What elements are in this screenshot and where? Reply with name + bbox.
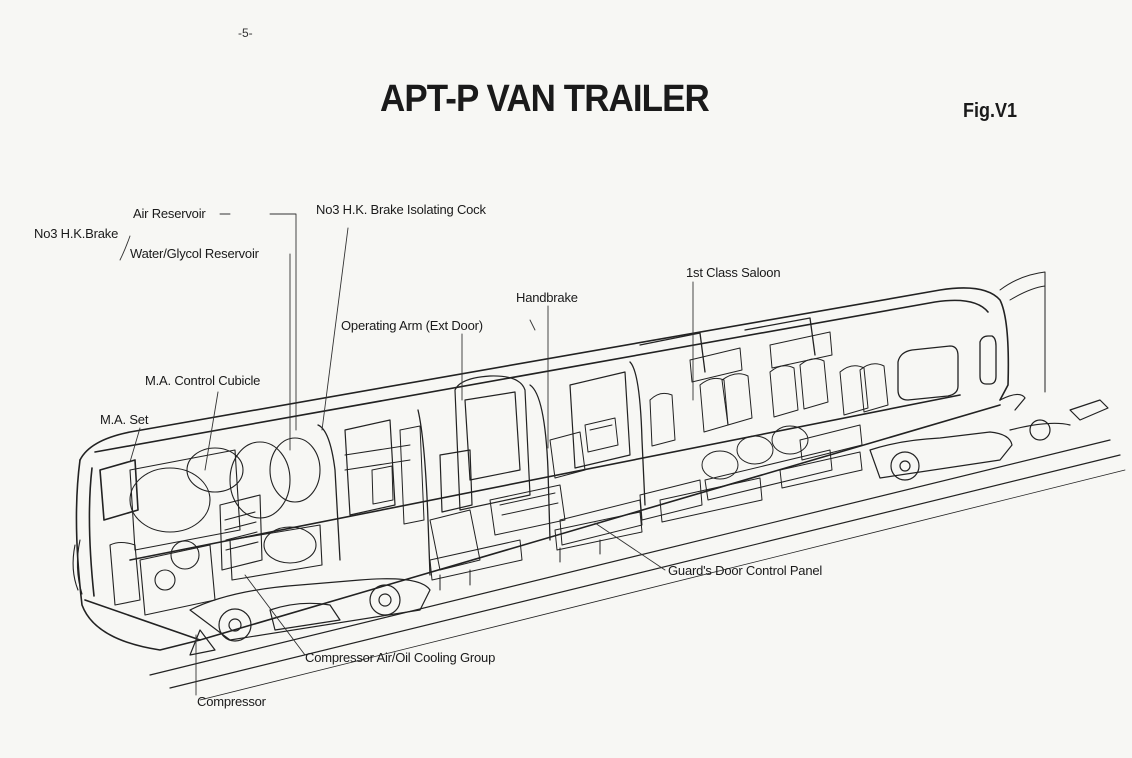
van-interior (344, 417, 643, 571)
leader-lines (119, 213, 694, 696)
page-title: APT-P VAN TRAILER (380, 78, 710, 120)
label-water-glycol-reservoir: Water/Glycol Reservoir (130, 246, 259, 261)
label-ma-control-cubicle: M.A. Control Cubicle (145, 373, 261, 388)
page-number: -5- (238, 26, 253, 40)
machine-room-equipment (72, 437, 323, 616)
saloon-seats (639, 331, 889, 521)
label-hk-brake: No3 H.K.Brake (34, 226, 119, 241)
car-body-outline (75, 287, 1010, 651)
label-operating-arm: Operating Arm (Ext Door) (341, 318, 483, 333)
partition-walls (317, 361, 646, 576)
label-guards-door-control-panel: Guard's Door Control Panel (668, 563, 823, 578)
bogies (189, 393, 1109, 656)
label-compressor-cooling-group: Compressor Air/Oil Cooling Group (305, 650, 496, 665)
label-first-class-saloon: 1st Class Saloon (686, 265, 781, 280)
figure-label: Fig.V1 (963, 100, 1018, 122)
saloon-windows (639, 317, 997, 401)
label-ma-set: M.A. Set (100, 412, 149, 427)
underframe-equipment (429, 451, 863, 591)
label-handbrake: Handbrake (516, 290, 578, 305)
label-air-reservoir: Air Reservoir (133, 206, 206, 221)
adjoining-coach (999, 271, 1046, 393)
label-compressor: Compressor (197, 694, 266, 709)
track-rails (149, 439, 1126, 701)
label-hk-brake-isolating-cock: No3 H.K. Brake Isolating Cock (316, 202, 486, 217)
